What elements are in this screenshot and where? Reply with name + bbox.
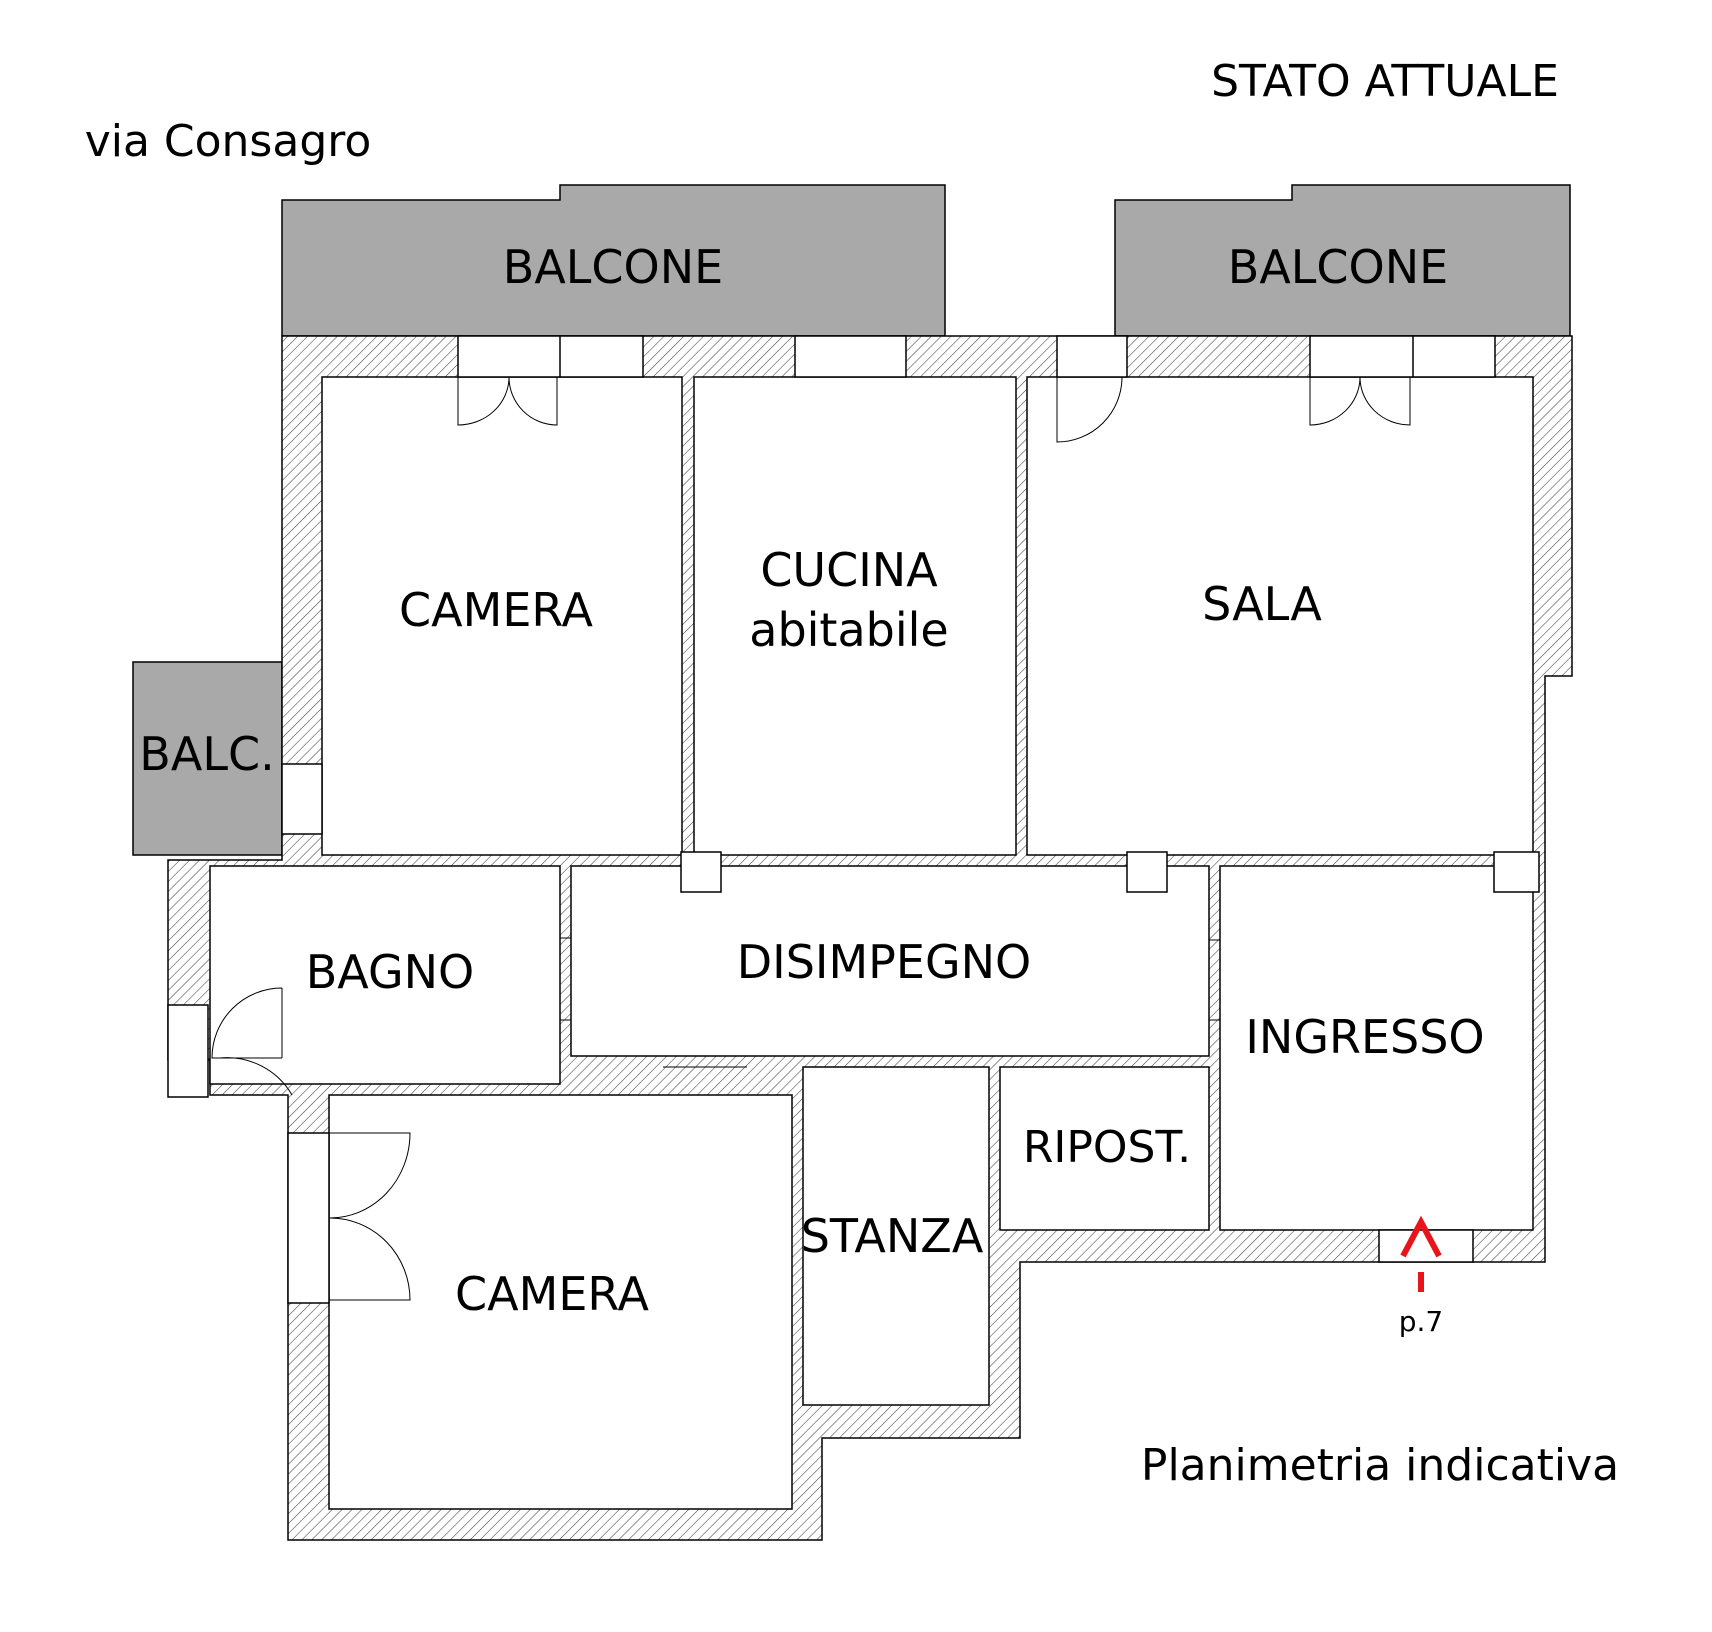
- door-swing-camera-top: [457, 376, 558, 426]
- room-camera-top: [321, 376, 683, 856]
- label-bagno: BAGNO: [306, 945, 474, 999]
- door-swing-camera-bottom: [328, 1132, 411, 1301]
- label-camera-bottom: CAMERA: [455, 1267, 649, 1321]
- room-bagno: [209, 865, 561, 1085]
- view-arrow-icon: [1400, 1215, 1442, 1258]
- label-ingresso: INGRESSO: [1245, 1010, 1484, 1064]
- door-swing-sala-right: [1309, 376, 1411, 426]
- room-stanza: [802, 1066, 990, 1406]
- door-swing-bagno: [211, 987, 293, 1096]
- balcony-small: [132, 661, 283, 856]
- pillar: [1126, 851, 1168, 893]
- view-ref-label: p.7: [1399, 1305, 1444, 1338]
- label-cucina-sub: abitabile: [749, 603, 948, 657]
- room-ripost: [999, 1066, 1210, 1231]
- label-sala: SALA: [1202, 577, 1322, 631]
- status-title: STATO ATTUALE: [1211, 56, 1559, 107]
- window-camera-top: [457, 335, 644, 378]
- plan-caption: Planimetria indicativa: [1141, 1440, 1619, 1491]
- room-camera-bottom: [328, 1094, 793, 1510]
- room-sala: [1026, 376, 1534, 856]
- label-disimpegno: DISIMPEGNO: [737, 935, 1032, 989]
- pillar: [1493, 851, 1540, 893]
- label-cucina: CUCINA: [760, 543, 938, 597]
- street-label: via Consagro: [85, 116, 372, 167]
- door-swing-sala-left: [1056, 376, 1123, 443]
- pillar: [680, 851, 722, 893]
- window-cucina: [794, 335, 907, 378]
- room-disimpegno: [570, 865, 1210, 1057]
- window-camera-bottom: [287, 1132, 330, 1304]
- window-sala-right: [1309, 335, 1496, 378]
- label-balcone-right: BALCONE: [1228, 240, 1448, 294]
- window-balc: [281, 763, 323, 835]
- label-stanza: STANZA: [801, 1209, 984, 1263]
- label-balc-small: BALC.: [139, 727, 274, 781]
- window-bagno: [167, 1004, 209, 1098]
- label-balcone-left: BALCONE: [503, 240, 723, 294]
- view-marker: [1400, 1215, 1442, 1292]
- label-camera-top: CAMERA: [399, 583, 593, 637]
- room-cucina: [693, 376, 1017, 856]
- label-ripost: RIPOST.: [1023, 1122, 1191, 1173]
- window-sala-left: [1056, 335, 1128, 378]
